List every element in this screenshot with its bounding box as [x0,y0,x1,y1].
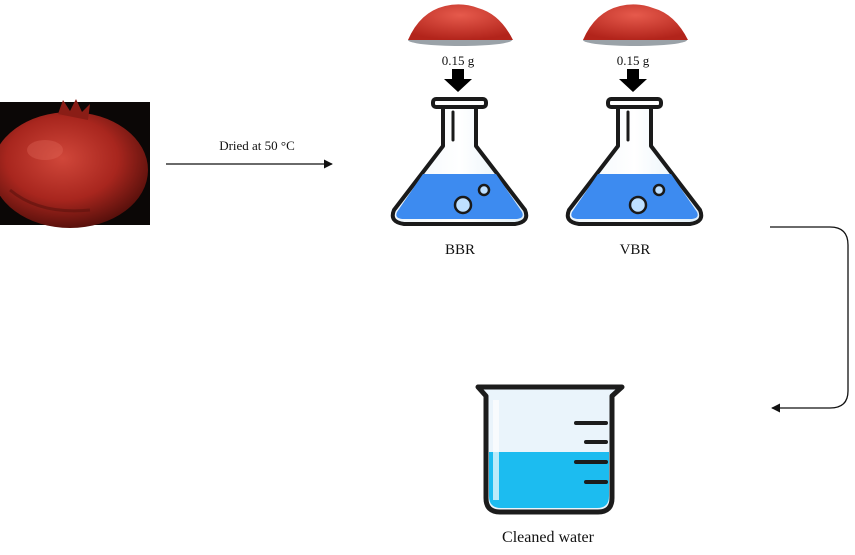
beaker-icon [475,384,625,515]
drying-step: Dried at 50 °C [166,138,333,169]
drying-step-label: Dried at 50 °C [219,138,295,153]
flask-label-bbr: BBR [445,242,475,258]
down-arrow-icon [444,69,472,92]
flask-bbr: 0.15 g BBR [390,4,529,258]
red-powder-pile-icon [408,4,513,46]
flask-label-vbr: VBR [620,242,651,258]
dose-label-bbr: 0.15 g [442,53,475,68]
beaker-label: Cleaned water [502,529,595,546]
erlenmeyer-flask-icon [390,97,529,226]
erlenmeyer-flask-icon [565,97,704,226]
down-arrow-icon [619,69,647,92]
dose-label-vbr: 0.15 g [617,53,650,68]
connector-arrow [770,226,849,413]
red-powder-pile-icon [583,4,688,46]
flask-vbr: 0.15 g VBR [565,4,704,258]
pomegranate-photo [0,99,150,228]
